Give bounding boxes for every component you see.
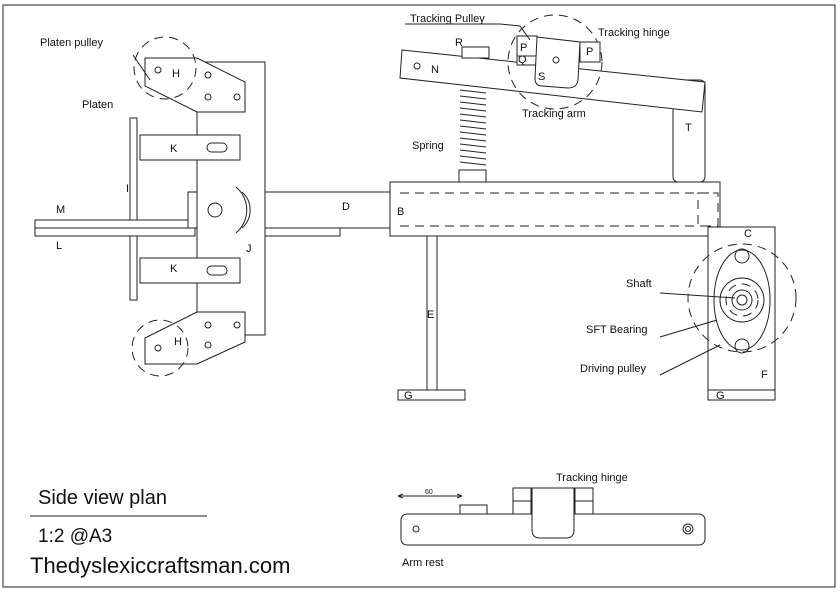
label-platen: Platen xyxy=(82,99,113,111)
label-j: J xyxy=(246,243,252,255)
top-bracket xyxy=(144,57,246,113)
label-tracking-hinge: Tracking hinge xyxy=(598,27,670,39)
label-tracking-pulley: Tracking Pulley xyxy=(410,13,485,25)
driving-pulley xyxy=(687,243,797,353)
label-dimension: 60 xyxy=(425,489,433,496)
bar-d xyxy=(264,191,391,229)
rod-l xyxy=(34,227,196,237)
spring xyxy=(458,59,487,183)
label-f: F xyxy=(761,369,768,381)
label-c: C xyxy=(744,228,752,240)
platen-assembly xyxy=(34,36,391,377)
rod-m xyxy=(34,219,196,229)
label-b: B xyxy=(397,206,404,218)
label-t: T xyxy=(685,122,692,134)
label-platen-pulley: Platen pulley xyxy=(40,37,103,49)
label-n: N xyxy=(431,64,439,76)
label-shaft: Shaft xyxy=(626,278,652,290)
label-k-top: K xyxy=(170,143,178,155)
label-s: S xyxy=(538,71,545,83)
title-scale: 1:2 @A3 xyxy=(38,526,112,547)
label-p-left: P xyxy=(520,42,527,54)
label-q: Q xyxy=(518,54,527,66)
label-g-left: G xyxy=(404,390,413,402)
label-d: D xyxy=(342,201,350,213)
label-driving-pulley: Driving pulley xyxy=(580,363,647,375)
dimension-arrow xyxy=(397,493,463,499)
platen-pulley-bottom xyxy=(131,319,189,377)
platen-plate xyxy=(129,117,138,301)
platen-pulley-top xyxy=(133,36,197,100)
label-l: L xyxy=(56,240,62,252)
spring-cap-r xyxy=(461,46,490,59)
label-k-bottom: K xyxy=(170,263,178,275)
label-h-top: H xyxy=(172,68,180,80)
base-box xyxy=(389,181,797,401)
k-block-bottom xyxy=(139,257,241,284)
label-sft-bearing: SFT Bearing xyxy=(586,324,648,336)
label-h-bottom: H xyxy=(174,336,182,348)
sft-bearing xyxy=(713,249,771,351)
foot-g xyxy=(397,389,466,401)
label-i: I xyxy=(126,183,129,195)
arm-rest-detail xyxy=(397,487,706,546)
label-e: E xyxy=(427,309,434,321)
title-site: Thedyslexiccraftsman.com xyxy=(30,553,290,578)
label-arm-rest: Arm rest xyxy=(402,557,444,569)
bottom-bracket xyxy=(144,311,246,365)
tracking-pulley xyxy=(507,14,603,110)
sheet-border xyxy=(2,4,836,588)
label-detail-tracking-hinge: Tracking hinge xyxy=(556,472,628,484)
tracking-assembly xyxy=(399,14,706,183)
label-r: R xyxy=(455,37,463,49)
p-block-right xyxy=(579,41,601,63)
label-tracking-arm: Tracking arm xyxy=(522,108,586,120)
label-g-right: G xyxy=(716,390,725,402)
title-side-view-plan: Side view plan xyxy=(38,487,167,509)
label-spring: Spring xyxy=(412,140,444,152)
label-m: M xyxy=(56,204,65,216)
label-p-right: P xyxy=(586,46,593,58)
k-block-top xyxy=(139,134,241,161)
